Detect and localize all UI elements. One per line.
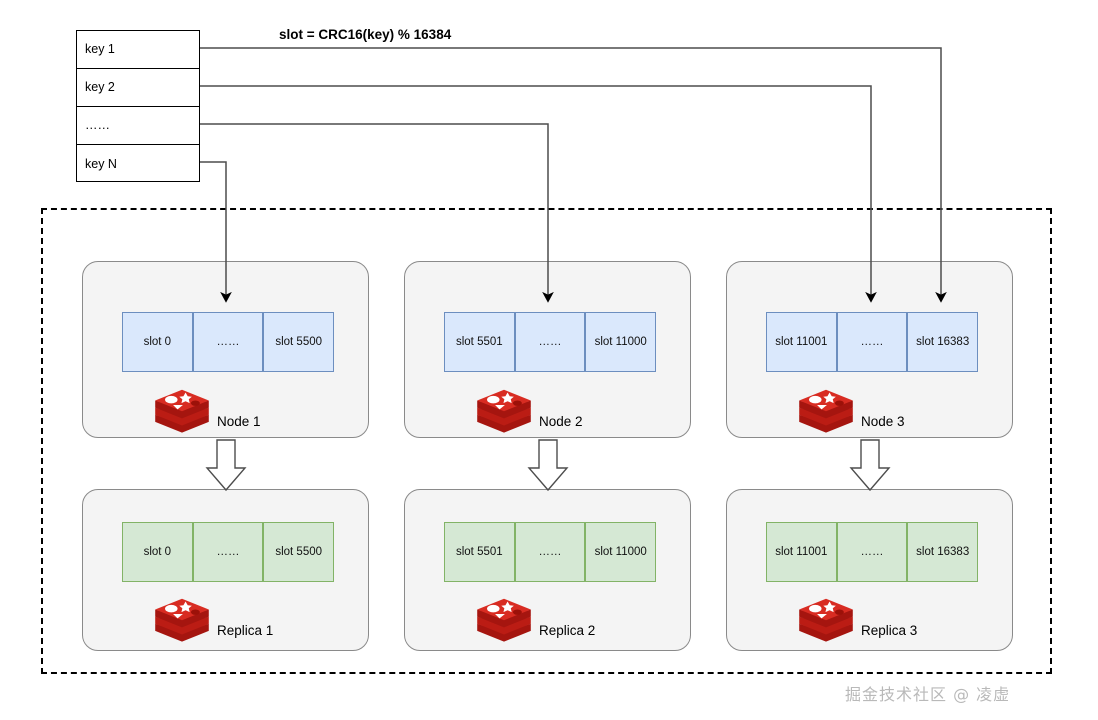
slot-strip-node-3: slot 11001 …… slot 16383 xyxy=(766,312,979,372)
replica-card-3: slot 11001 …… slot 16383 xyxy=(726,489,1013,651)
watermark: 掘金技术社区 @ 凌虚 xyxy=(845,685,1011,704)
redis-logo-icon xyxy=(475,388,533,438)
replica-identity-3: Replica 3 xyxy=(797,597,917,647)
slot-strip-node-2: slot 5501 …… slot 11000 xyxy=(444,312,657,372)
node-card-1: slot 0 …… slot 5500 xyxy=(82,261,369,438)
slot-cell: slot 11000 xyxy=(585,312,657,372)
replica-card-2: slot 5501 …… slot 11000 xyxy=(404,489,691,651)
replica-label: Replica 3 xyxy=(861,623,918,638)
key-label: …… xyxy=(85,118,110,133)
redis-logo-icon xyxy=(153,388,211,438)
node-identity-2: Node 2 xyxy=(475,388,583,438)
slot-formula-caption: slot = CRC16(key) % 16384 xyxy=(279,27,452,42)
key-label: key 2 xyxy=(85,80,115,95)
node-identity-3: Node 3 xyxy=(797,388,905,438)
slot-cell: slot 5501 xyxy=(444,522,515,582)
redis-logo-icon xyxy=(153,597,211,647)
slot-cell: …… xyxy=(514,312,586,372)
node-label: Node 3 xyxy=(861,414,905,429)
key-table-row: key 1 xyxy=(77,31,199,69)
slot-strip-replica-3: slot 11001 …… slot 16383 xyxy=(766,522,979,582)
key-label: key N xyxy=(85,156,117,171)
slot-cell: slot 5500 xyxy=(263,522,335,582)
slot-cell: slot 16383 xyxy=(907,522,979,582)
slot-cell: …… xyxy=(836,312,908,372)
slot-cell: slot 11001 xyxy=(766,312,837,372)
key-table-row: key N xyxy=(77,145,199,183)
replica-identity-2: Replica 2 xyxy=(475,597,595,647)
node-label: Node 1 xyxy=(217,414,261,429)
redis-logo-icon xyxy=(797,388,855,438)
slot-cell: slot 11001 xyxy=(766,522,837,582)
slot-cell: …… xyxy=(514,522,586,582)
node-card-2: slot 5501 …… slot 11000 xyxy=(404,261,691,438)
slot-cell: slot 5500 xyxy=(263,312,335,372)
key-table-row: key 2 xyxy=(77,69,199,107)
node-identity-1: Node 1 xyxy=(153,388,261,438)
key-label: key 1 xyxy=(85,42,115,57)
slot-cell: slot 11000 xyxy=(585,522,657,582)
slot-strip-node-1: slot 0 …… slot 5500 xyxy=(122,312,335,372)
key-table-row: …… xyxy=(77,107,199,145)
slot-cell: …… xyxy=(192,522,264,582)
slot-cell: …… xyxy=(192,312,264,372)
replica-label: Replica 1 xyxy=(217,623,274,638)
slot-cell: slot 0 xyxy=(122,312,193,372)
slot-cell: …… xyxy=(836,522,908,582)
slot-strip-replica-2: slot 5501 …… slot 11000 xyxy=(444,522,657,582)
slot-cell: slot 5501 xyxy=(444,312,515,372)
replica-identity-1: Replica 1 xyxy=(153,597,273,647)
slot-strip-replica-1: slot 0 …… slot 5500 xyxy=(122,522,335,582)
slot-cell: slot 0 xyxy=(122,522,193,582)
slot-cell: slot 16383 xyxy=(907,312,979,372)
node-label: Node 2 xyxy=(539,414,583,429)
redis-logo-icon xyxy=(797,597,855,647)
node-card-3: slot 11001 …… slot 16383 xyxy=(726,261,1013,438)
replica-label: Replica 2 xyxy=(539,623,596,638)
redis-logo-icon xyxy=(475,597,533,647)
replica-card-1: slot 0 …… slot 5500 xyxy=(82,489,369,651)
key-table: key 1 key 2 …… key N xyxy=(76,30,200,182)
